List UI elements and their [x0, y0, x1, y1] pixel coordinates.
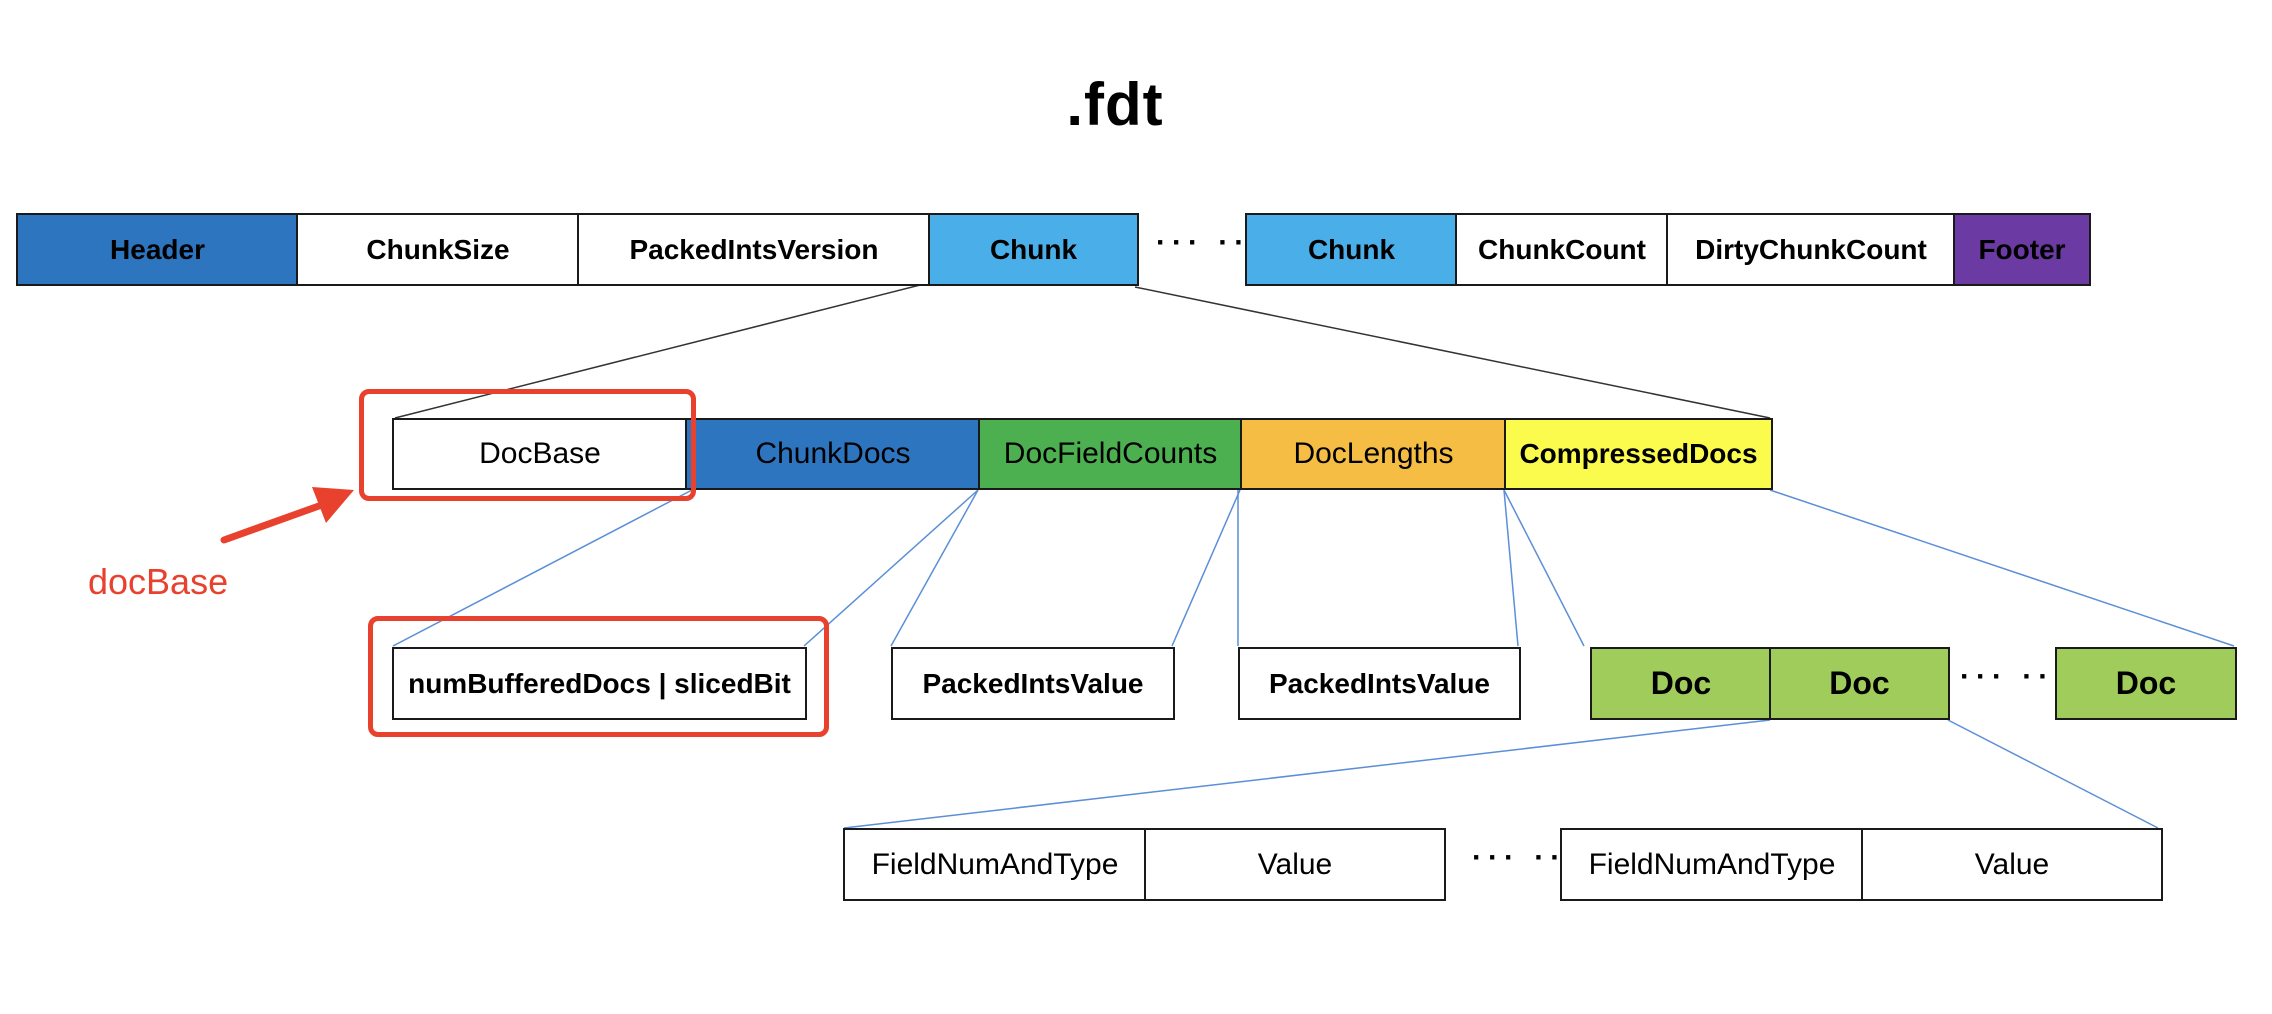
doc-field-counts-block: DocFieldCounts — [978, 418, 1243, 490]
packed-ints-version-block: PackedIntsVersion — [577, 213, 931, 286]
compressed-docs-block: CompressedDocs — [1504, 418, 1773, 490]
field-num-and-type-block-1: FieldNumAndType — [843, 828, 1147, 901]
footer-block: Footer — [1953, 213, 2091, 286]
packed-ints-value-block-1: PackedIntsValue — [891, 647, 1175, 720]
doc-base-block: DocBase — [392, 418, 688, 490]
connector-compressed-left — [1503, 489, 1585, 647]
packed-ints-value-block-2: PackedIntsValue — [1238, 647, 1521, 720]
chunk-block-2: Chunk — [1245, 213, 1458, 286]
connector-compressed-right — [1769, 489, 2235, 647]
top-row-ellipsis: ··· ··· — [1156, 226, 1267, 259]
num-buffered-docs-highlight — [368, 616, 829, 737]
doc-block-2: Doc — [1769, 647, 1950, 720]
chunk-count-block: ChunkCount — [1455, 213, 1669, 286]
connector-doc-right — [1947, 719, 2159, 829]
doc-base-annotation-label: docBase — [88, 561, 229, 602]
header-block: Header — [16, 213, 299, 286]
chunk-size-block: ChunkSize — [296, 213, 580, 286]
connector-doclengths-right — [1503, 489, 1519, 647]
value-block-2: Value — [1861, 828, 2163, 901]
connector-fieldcounts-right — [1171, 489, 1241, 647]
doc-base-highlight — [359, 389, 696, 501]
chunk-docs-block: ChunkDocs — [685, 418, 981, 490]
page-title: .fdt — [1066, 71, 1164, 138]
field-num-and-type-block-2: FieldNumAndType — [1560, 828, 1864, 901]
connector-fieldcounts-left — [890, 489, 979, 647]
doc-block-1: Doc — [1590, 647, 1772, 720]
field-row-ellipsis: ··· ··· — [1472, 841, 1583, 874]
dirty-chunk-count-block: DirtyChunkCount — [1666, 213, 1956, 286]
chunk-block-1: Chunk — [928, 213, 1139, 286]
connector-doc-left — [843, 719, 1771, 829]
doc-row-ellipsis: ··· ··· — [1960, 660, 2071, 693]
connector-chunk-right — [1134, 286, 1771, 419]
num-buffered-docs-block: numBufferedDocs | slicedBit — [392, 647, 807, 720]
connector-chunk-left — [394, 282, 929, 419]
doc-block-3: Doc — [2055, 647, 2237, 720]
connector-chunkdocs-right — [803, 489, 979, 647]
value-block-1: Value — [1144, 828, 1446, 901]
doc-lengths-block: DocLengths — [1240, 418, 1507, 490]
